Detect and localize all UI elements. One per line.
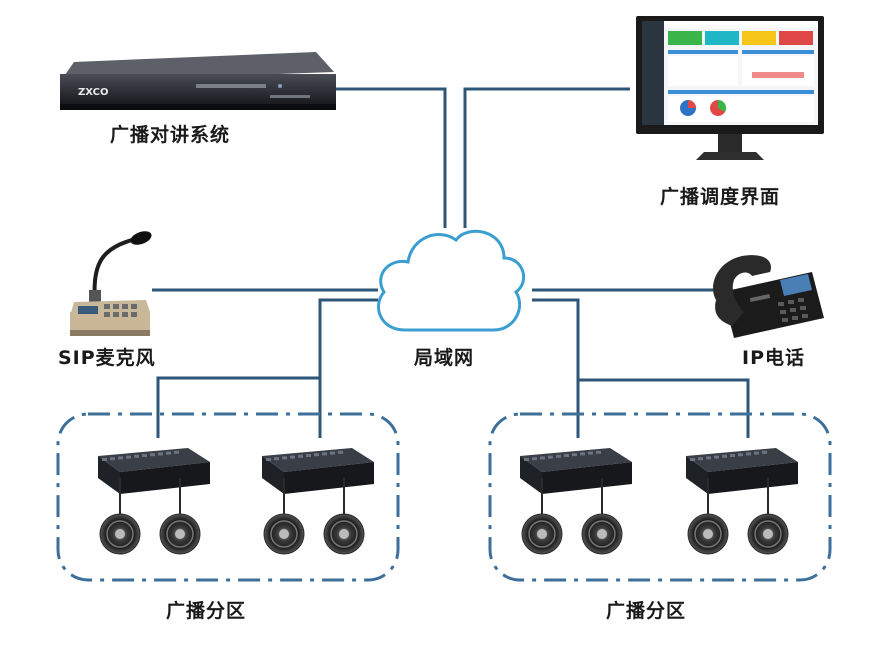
zone-left-frame xyxy=(56,412,400,582)
speaker-icon xyxy=(159,513,201,555)
amplifier-device xyxy=(98,448,210,555)
device-brand-logo: ZXCO xyxy=(78,87,108,98)
amplifier-device xyxy=(520,448,632,555)
zone-right-frame xyxy=(488,412,832,582)
speaker-icon xyxy=(581,513,623,555)
label-broadcast-system: 广播对讲系统 xyxy=(110,124,231,146)
speaker-icon xyxy=(687,513,729,555)
link-system-cloud xyxy=(335,87,447,228)
ip-phone-device xyxy=(713,255,824,338)
dispatch-monitor-device xyxy=(636,16,824,160)
link-dispatch-cloud xyxy=(463,87,630,228)
label-lan: 局域网 xyxy=(414,347,475,369)
sip-microphone-device xyxy=(70,231,152,336)
amplifier-device xyxy=(686,448,798,555)
amplifier-device xyxy=(262,448,374,555)
label-zone-left: 广播分区 xyxy=(166,600,247,622)
label-sip-mic: SIP麦克风 xyxy=(58,347,156,369)
speaker-icon xyxy=(263,513,305,555)
broadcast-system-device: ZXCO xyxy=(60,52,336,110)
label-ip-phone: IP电话 xyxy=(742,347,805,369)
link-cloud-zone-left xyxy=(156,298,378,438)
lan-cloud-icon xyxy=(377,229,526,332)
speaker-icon xyxy=(521,513,563,555)
label-dispatch-ui: 广播调度界面 xyxy=(660,186,781,208)
broadcast-zones xyxy=(98,448,798,555)
link-cloud-zone-right xyxy=(532,298,750,438)
label-zone-right: 广播分区 xyxy=(606,600,687,622)
speaker-icon xyxy=(747,513,789,555)
network-links xyxy=(152,87,750,438)
speaker-icon xyxy=(99,513,141,555)
speaker-icon xyxy=(323,513,365,555)
